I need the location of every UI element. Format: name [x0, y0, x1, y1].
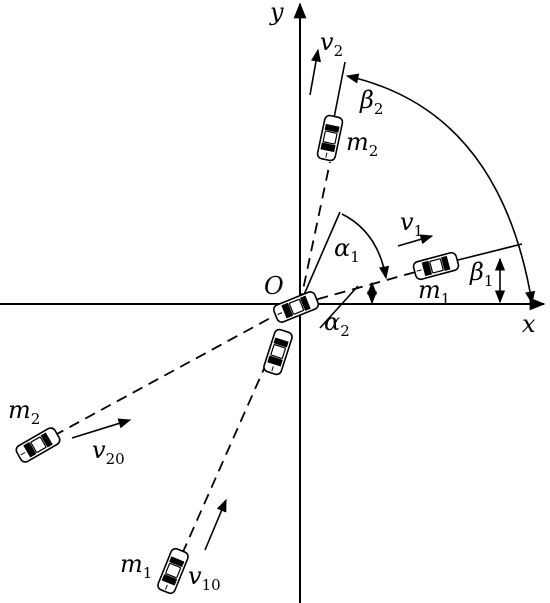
m2-final-label: m2	[346, 128, 378, 160]
alpha1-reference-line	[299, 211, 341, 305]
car-m1-colliding	[261, 327, 295, 377]
y-axis-label: y	[269, 0, 284, 26]
car-m2-final	[315, 113, 345, 163]
origin-label: O	[264, 272, 284, 300]
car-m1-initial	[155, 546, 191, 596]
v10-arrow	[204, 498, 227, 551]
v1-label: v1	[400, 208, 423, 240]
beta2-label: β2	[359, 86, 383, 118]
m1-final-path-extension	[449, 243, 523, 263]
x-axis-label: x	[522, 310, 536, 338]
car-m2-initial	[13, 425, 63, 465]
m2-final-path	[299, 161, 331, 305]
v20-label: v20	[92, 436, 125, 468]
alpha2-label: α2	[324, 308, 350, 340]
alpha1-label: α1	[334, 234, 360, 266]
v2-arrow	[309, 48, 322, 96]
m1-final-label: m1	[418, 276, 450, 308]
beta1-label: β1	[469, 258, 493, 290]
beta2-arc	[345, 73, 536, 305]
v1-arrow	[397, 234, 434, 247]
v10-label: v10	[188, 562, 221, 594]
m2-initial-path	[21, 309, 286, 454]
v20-arrow	[71, 418, 132, 439]
m1-final-path	[299, 267, 431, 305]
m1-initial-label: m1	[120, 550, 152, 582]
m2-initial-label: m2	[8, 396, 40, 428]
v2-label: v2	[320, 28, 343, 60]
m2-final-path-extension	[333, 61, 346, 119]
